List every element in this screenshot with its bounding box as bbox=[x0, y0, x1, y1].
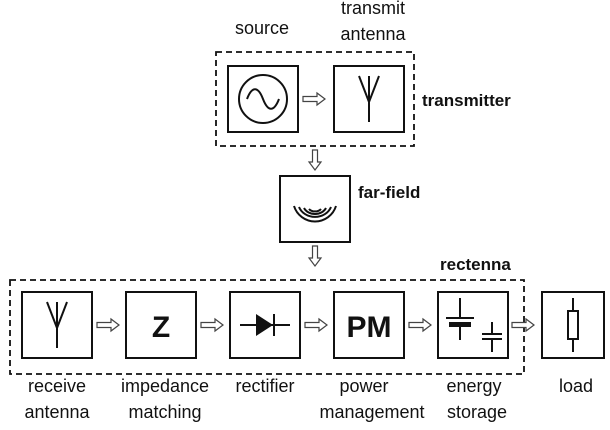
sine-wave-source-icon bbox=[238, 74, 288, 124]
far-field-label: far-field bbox=[358, 183, 420, 202]
arrow-storage-to-load bbox=[511, 318, 535, 332]
receive-antenna-label-line1: receive bbox=[28, 376, 86, 396]
rectenna-label: rectenna bbox=[440, 255, 511, 274]
transmitter-label: transmitter bbox=[422, 91, 511, 110]
arrow-pm-to-storage bbox=[408, 318, 432, 332]
energy-storage-label-line2: storage bbox=[447, 402, 507, 422]
antenna-icon bbox=[46, 301, 68, 348]
energy-storage-block bbox=[437, 291, 509, 359]
source-label: source bbox=[235, 18, 289, 38]
power-management-symbol: PM bbox=[347, 311, 392, 344]
power-management-block bbox=[333, 291, 405, 359]
power-management-label-line1: power bbox=[339, 376, 388, 396]
transmit-antenna-label-line1: transmit bbox=[341, 0, 405, 18]
diode-icon bbox=[240, 314, 290, 336]
energy-storage-label-line1: energy bbox=[446, 376, 501, 396]
far-field-block bbox=[279, 175, 351, 243]
impedance-symbol: Z bbox=[152, 311, 170, 344]
antenna-icon bbox=[358, 75, 380, 122]
arrow-transmitter-to-farfield bbox=[308, 149, 322, 171]
arrow-antenna-to-impedance bbox=[96, 318, 120, 332]
impedance-matching-block bbox=[125, 291, 197, 359]
transmitter-group bbox=[215, 51, 415, 147]
resistor-icon bbox=[567, 298, 579, 352]
power-management-label-line2: management bbox=[319, 402, 424, 422]
transmit-antenna-label-line2: antenna bbox=[340, 24, 406, 44]
arrow-rectifier-to-pm bbox=[304, 318, 328, 332]
arrow-farfield-to-rectenna bbox=[308, 245, 322, 267]
rectifier-label: rectifier bbox=[235, 376, 294, 396]
capacitor-icon bbox=[446, 298, 502, 352]
load-label: load bbox=[559, 376, 593, 396]
impedance-matching-label-line2: matching bbox=[128, 402, 201, 422]
receive-antenna-label-line2: antenna bbox=[24, 402, 90, 422]
arrow-impedance-to-rectifier bbox=[200, 318, 224, 332]
radiating-waves-icon bbox=[293, 205, 337, 223]
impedance-matching-label-line1: impedance bbox=[121, 376, 209, 396]
arrow-source-to-antenna bbox=[302, 92, 326, 106]
